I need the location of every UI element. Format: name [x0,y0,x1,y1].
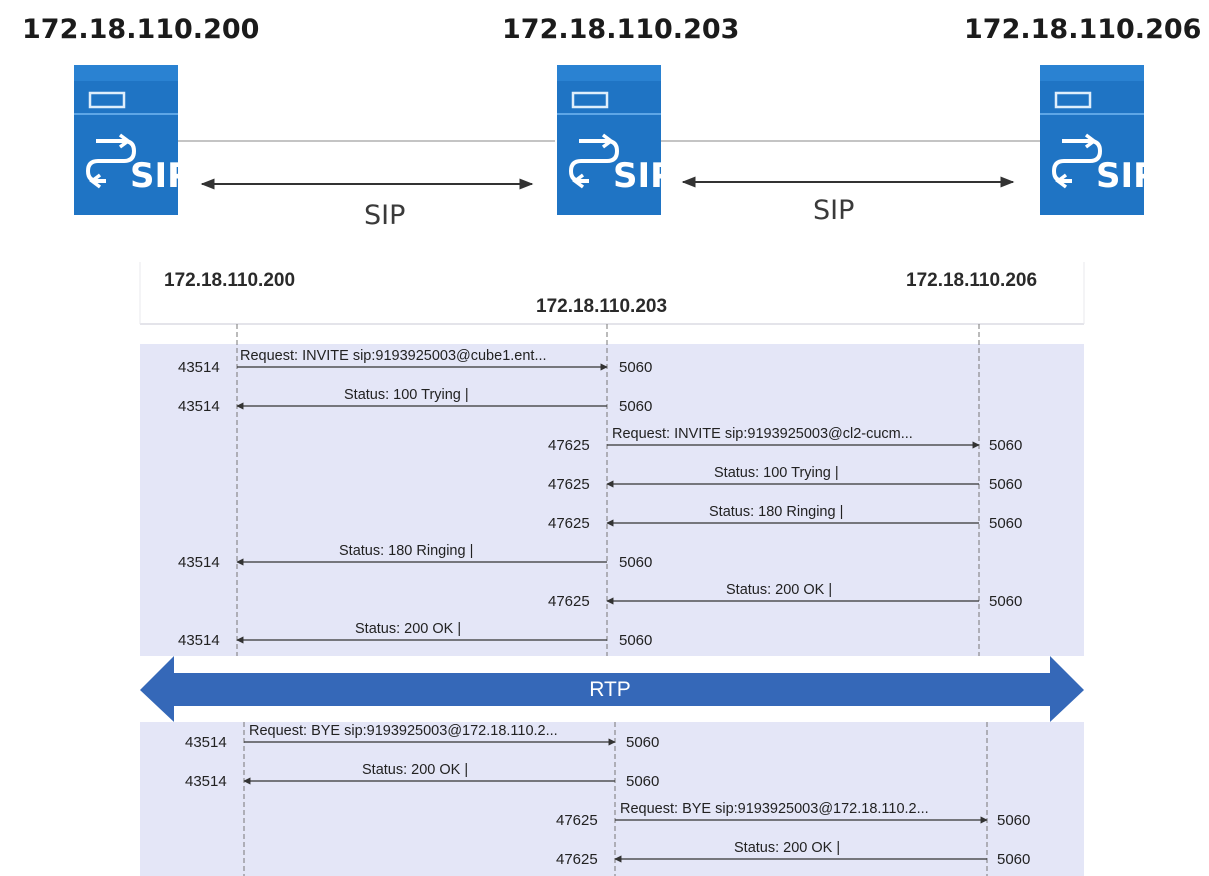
msg-label: Status: 100 Trying | [714,465,839,481]
bye-label: Status: 200 OK | [362,762,469,778]
msg-src-port: 47625 [548,593,590,610]
bye-label: Status: 200 OK | [734,840,841,856]
msg-dst-port: 5060 [619,632,653,649]
msg-src-port: 47625 [548,437,590,454]
msg-dst-port: 5060 [619,554,653,571]
bye-src-port: 43514 [185,734,227,751]
bye-src-port: 47625 [556,812,598,829]
msg-label: Status: 100 Trying | [344,387,469,403]
bye-label: Request: BYE sip:9193925003@172.18.110.2… [620,801,929,817]
msg-dst-port: 5060 [989,437,1023,454]
host-ip-middle: 172.18.110.203 [502,14,740,45]
bye-dst-port: 5060 [626,773,660,790]
msg-dst-port: 5060 [989,515,1023,532]
rtp-arrow [140,656,1084,722]
rtp-label: RTP [589,678,631,701]
msg-dst-port: 5060 [619,398,653,415]
link-label-left: SIP [364,200,406,231]
ladder-header-ip-right: 172.18.110.206 [906,270,1038,291]
ladder-band-setup [140,344,1084,656]
sip-server-icon-middle: SIP [557,65,675,215]
ladder-band-teardown [140,722,1084,876]
host-ip-right: 172.18.110.206 [964,14,1202,45]
msg-dst-port: 5060 [989,476,1023,493]
bye-src-port: 43514 [185,773,227,790]
sip-server-icon-left: SIP [74,65,192,215]
ladder-header-ip-middle: 172.18.110.203 [536,296,668,317]
msg-label: Status: 180 Ringing | [339,543,474,559]
msg-src-port: 47625 [548,476,590,493]
msg-label: Request: INVITE sip:9193925003@cube1.ent… [240,348,547,364]
svg-text:SIP: SIP [1096,156,1158,196]
bye-label: Request: BYE sip:9193925003@172.18.110.2… [249,723,558,739]
ladder-header-ip-left: 172.18.110.200 [164,270,296,291]
bye-dst-port: 5060 [997,851,1031,868]
bye-dst-port: 5060 [997,812,1031,829]
svg-text:SIP: SIP [130,156,192,196]
msg-label: Request: INVITE sip:9193925003@cl2-cucm.… [612,426,913,442]
bye-dst-port: 5060 [626,734,660,751]
bye-src-port: 47625 [556,851,598,868]
msg-label: Status: 180 Ringing | [709,504,844,520]
msg-src-port: 43514 [178,632,220,649]
msg-dst-port: 5060 [989,593,1023,610]
host-ip-left: 172.18.110.200 [22,14,260,45]
msg-src-port: 47625 [548,515,590,532]
sip-server-icon-right: SIP [1040,65,1158,215]
msg-dst-port: 5060 [619,359,653,376]
msg-src-port: 43514 [178,554,220,571]
msg-src-port: 43514 [178,359,220,376]
msg-label: Status: 200 OK | [355,621,462,637]
msg-label: Status: 200 OK | [726,582,833,598]
link-label-right: SIP [813,195,855,226]
msg-src-port: 43514 [178,398,220,415]
svg-text:SIP: SIP [613,156,675,196]
ladder-header-panel [140,262,1084,324]
